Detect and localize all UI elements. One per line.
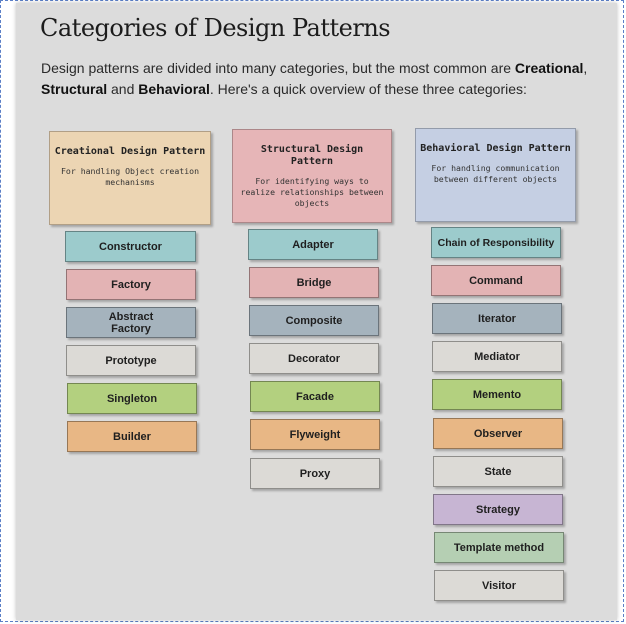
pattern-template-method[interactable]: Template method — [434, 532, 564, 563]
structural-title: Structural Design Pattern — [260, 144, 364, 167]
creational-title: Creational Design Pattern — [54, 146, 206, 157]
pattern-visitor[interactable]: Visitor — [434, 570, 564, 601]
behavioral-description: For handling communication between diffe… — [431, 163, 560, 184]
structural-header: Structural Design Pattern For identifyin… — [232, 129, 392, 223]
behavioral-title: Behavioral Design Pattern — [420, 143, 571, 154]
pattern-constructor[interactable]: Constructor — [65, 231, 196, 262]
intro-creational: Creational — [514, 60, 584, 76]
pattern-memento[interactable]: Memento — [432, 379, 562, 410]
pattern-prototype[interactable]: Prototype — [66, 345, 196, 376]
pattern-builder[interactable]: Builder — [67, 421, 197, 452]
pattern-command[interactable]: Command — [431, 265, 561, 296]
pattern-iterator[interactable]: Iterator — [432, 303, 562, 334]
pattern-observer[interactable]: Observer — [433, 418, 563, 449]
intro-text: Design patterns are divided into many ca… — [41, 58, 601, 100]
pattern-chain-of-responsibility[interactable]: Chain of Responsibility — [431, 227, 561, 258]
pattern-state[interactable]: State — [433, 456, 563, 487]
pattern-facade[interactable]: Facade — [250, 381, 380, 412]
pattern-abstract-factory[interactable]: Abstract Factory — [66, 307, 196, 338]
creational-header: Creational Design Pattern For handling O… — [49, 131, 211, 225]
pattern-proxy[interactable]: Proxy — [250, 458, 380, 489]
intro-part4: . Here's a quick overview of these three… — [209, 81, 527, 97]
creational-description: For handling Object creation mechanisms — [60, 166, 200, 187]
pattern-bridge[interactable]: Bridge — [249, 267, 379, 298]
pattern-composite[interactable]: Composite — [249, 305, 379, 336]
behavioral-header: Behavioral Design Pattern For handling c… — [415, 128, 576, 222]
intro-part1: Design patterns are divided into many ca… — [41, 60, 515, 76]
pattern-singleton[interactable]: Singleton — [67, 383, 197, 414]
structural-description: For identifying ways to realize relation… — [240, 176, 384, 208]
pattern-adapter[interactable]: Adapter — [248, 229, 378, 260]
intro-structural: Structural — [41, 81, 108, 97]
pattern-flyweight[interactable]: Flyweight — [250, 419, 380, 450]
intro-behavioral: Behavioral — [138, 81, 210, 97]
pattern-strategy[interactable]: Strategy — [433, 494, 563, 525]
intro-part2: , — [583, 60, 588, 76]
pattern-decorator[interactable]: Decorator — [249, 343, 379, 374]
page-title: Categories of Design Patterns — [40, 14, 391, 42]
pattern-factory[interactable]: Factory — [66, 269, 196, 300]
pattern-mediator[interactable]: Mediator — [432, 341, 562, 372]
intro-part3: and — [107, 81, 139, 97]
